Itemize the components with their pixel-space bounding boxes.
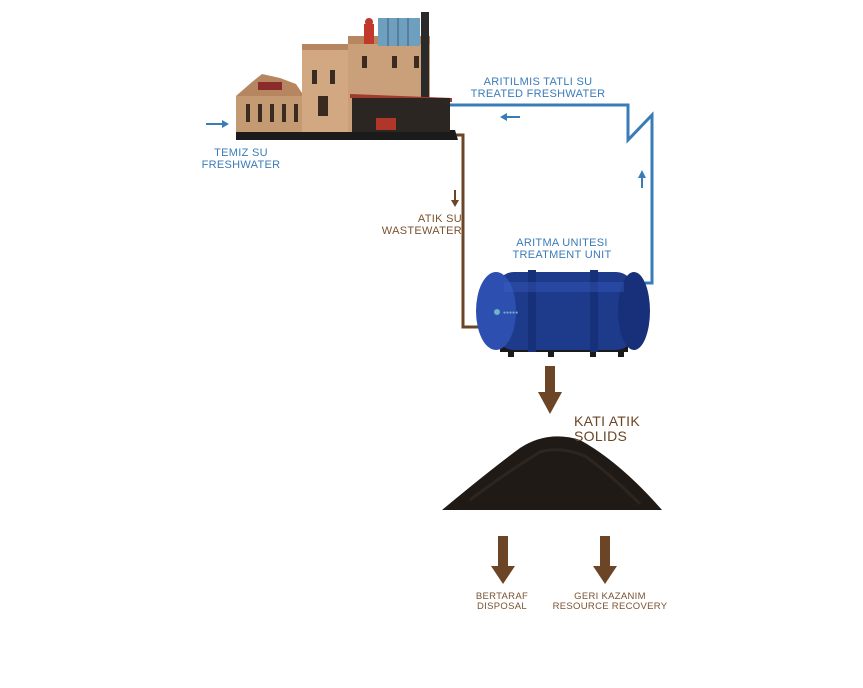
disposal-label-tr: BERTARAF [475, 591, 529, 602]
wastewater-label: ATIK SU WASTEWATER [372, 213, 462, 237]
disposal-label: BERTARAF DISPOSAL [462, 592, 542, 612]
freshwater-label-en: FRESHWATER [201, 158, 281, 171]
freshwater-label-tr: TEMIZ SU [214, 147, 268, 159]
treated-water-label-en: TREATED FRESHWATER [470, 87, 606, 100]
disposal-arrow [491, 536, 515, 584]
solids-label: KATI ATIK SOLIDS [574, 414, 674, 443]
solids-label-tr: KATI ATIK [574, 413, 640, 429]
disposal-label-en: DISPOSAL [477, 600, 527, 612]
treated-water-pipe [445, 103, 654, 285]
treated-water-label-tr: ARITILMIS TATLI SU [483, 76, 593, 88]
treatment-unit-label-tr: ARITMA UNITESI [516, 237, 608, 249]
upflow-arrow [638, 170, 646, 188]
treated-water-label: ARITILMIS TATLI SU TREATED FRESHWATER [458, 76, 618, 100]
recovery-arrow [593, 536, 617, 584]
treatment-tank-illustration: ●●●●● [476, 270, 650, 357]
wastewater-arrow [451, 190, 459, 207]
treated-water-arrow [500, 113, 520, 121]
wastewater-label-tr: ATIK SU [417, 213, 462, 225]
treatment-unit-label: ARITMA UNITESI TREATMENT UNIT [502, 237, 622, 261]
solids-label-en: SOLIDS [574, 427, 628, 444]
svg-text:●●●●●: ●●●●● [503, 310, 518, 316]
factory-illustration [236, 12, 458, 140]
solids-pile-illustration [442, 436, 662, 510]
recovery-label-en: RESOURCE RECOVERY [552, 600, 668, 612]
solids-arrow [538, 366, 562, 414]
recovery-label: GERI KAZANIM RESOURCE RECOVERY [550, 592, 670, 612]
recovery-label-tr: GERI KAZANIM [574, 591, 646, 602]
freshwater-inlet-arrow [206, 120, 229, 128]
treatment-unit-label-en: TREATMENT UNIT [512, 248, 612, 261]
freshwater-label: TEMIZ SU FRESHWATER [196, 147, 286, 171]
wastewater-label-en: WASTEWATER [381, 224, 462, 237]
